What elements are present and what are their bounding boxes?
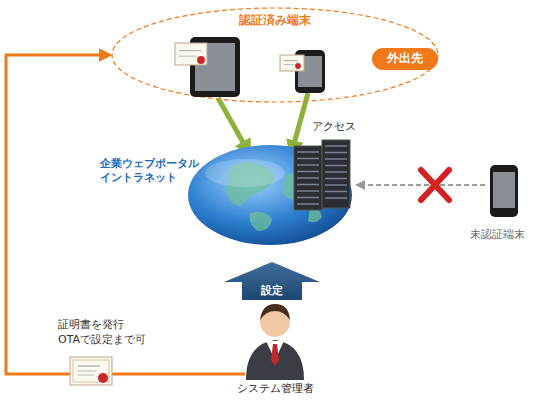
node-text: 認証済み端末 — [110, 13, 440, 29]
server-slot — [325, 171, 347, 173]
server-rack: アクセス — [290, 120, 355, 215]
certificate-line — [284, 60, 298, 61]
server-slot — [325, 191, 347, 193]
server-slot — [325, 145, 347, 147]
server-slot — [325, 165, 347, 167]
person-tie — [271, 344, 279, 366]
certificate-line — [78, 366, 100, 367]
connector-label: 設定 — [242, 284, 302, 299]
person-hair — [260, 304, 290, 320]
certificate-line — [179, 56, 197, 57]
node-text: 企業ウェブポータル イントラネット — [100, 157, 199, 186]
server-body — [294, 146, 322, 210]
node-shape — [290, 120, 355, 215]
certificate-icon — [70, 357, 112, 385]
administrator-figure: システム管理者 — [220, 302, 330, 400]
server-slot — [297, 177, 319, 179]
globe-shine — [205, 159, 285, 187]
location-badge: 外出先 — [372, 48, 438, 70]
device-region: 認証済み端末外出先 — [110, 5, 440, 105]
server-slot — [325, 158, 347, 160]
certificate-paper — [175, 43, 207, 65]
node-text: アクセス — [312, 120, 356, 134]
server-slot — [297, 171, 319, 173]
certificate-seal — [295, 63, 301, 69]
badge-shape — [372, 48, 438, 70]
certificate-icon — [175, 43, 207, 65]
person-body — [246, 340, 304, 380]
certificate-seal — [197, 56, 205, 64]
connector-label: 証明書を発行 OTAで設定まで可 — [58, 318, 146, 348]
server-slot — [325, 184, 347, 186]
phone-body — [490, 165, 518, 217]
certificate-border — [73, 360, 109, 382]
certificate-paper — [70, 357, 112, 385]
cross-stroke — [421, 170, 449, 200]
server-body — [322, 140, 350, 208]
globe-land — [250, 212, 272, 231]
server-slot — [325, 178, 347, 180]
server-slot — [297, 184, 319, 186]
certificate-line — [179, 50, 201, 51]
unauthorized-phone: 未認証端末 — [465, 160, 530, 245]
server-unit — [322, 140, 350, 208]
setting-block-arrow — [224, 262, 320, 300]
node-text: 外出先 — [372, 51, 438, 67]
red-cross — [421, 170, 449, 200]
node-text: システム管理者 — [220, 382, 330, 396]
certificate-line — [284, 64, 294, 65]
server-slot — [297, 197, 319, 199]
server-unit — [294, 146, 322, 210]
cross-stroke — [421, 170, 449, 200]
certificate-paper — [280, 55, 304, 71]
certificate-seal — [98, 373, 108, 383]
node-text: 未認証端末 — [465, 228, 530, 242]
certificate-line — [78, 375, 94, 376]
server-slot — [297, 151, 319, 153]
server-slot — [325, 152, 347, 154]
certificate-icon — [280, 55, 304, 71]
blocked-access-arrow — [359, 184, 485, 186]
certificate-line — [78, 371, 96, 372]
access-arrow — [218, 98, 248, 151]
server-slot — [297, 190, 319, 192]
phone-screen — [493, 172, 515, 208]
server-slot — [325, 197, 347, 199]
server-slot — [297, 158, 319, 160]
server-slot — [297, 203, 319, 205]
server-slot — [297, 164, 319, 166]
